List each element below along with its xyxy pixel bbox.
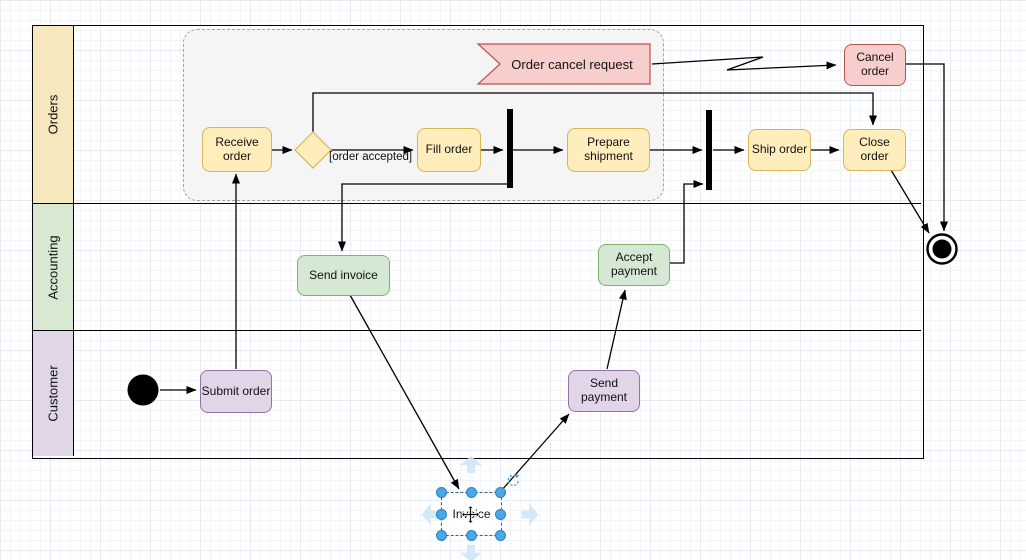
node-send-invoice-label: Send invoice <box>309 267 378 282</box>
edge-cancel-request-to-cancel-order[interactable] <box>651 56 837 71</box>
pool[interactable] <box>32 25 924 459</box>
selection-handle-sw[interactable] <box>436 530 447 541</box>
lane-divider-1 <box>33 203 921 204</box>
rotate-handle-icon[interactable] <box>505 472 522 489</box>
node-receive-order[interactable]: Receive order <box>202 127 272 172</box>
node-prepare-shipment-label: Prepare shipment <box>584 135 633 163</box>
edge-close-order-to-end[interactable] <box>890 169 930 234</box>
node-submit-order[interactable]: Submit order <box>200 370 272 413</box>
node-prepare-shipment[interactable]: Prepare shipment <box>567 128 650 172</box>
edge-cancel-order-to-end[interactable] <box>905 63 948 232</box>
edge-label-order-accepted: [order accepted] <box>329 151 413 163</box>
node-ship-order-label: Ship order <box>751 142 808 157</box>
node-cancel-order[interactable]: Cancel order <box>844 44 906 86</box>
node-receive-order-label: Receive order <box>215 134 259 163</box>
selection-handle-nw[interactable] <box>436 487 447 498</box>
node-ship-order[interactable]: Ship order <box>748 129 811 171</box>
node-send-invoice[interactable]: Send invoice <box>297 255 390 296</box>
end-node[interactable] <box>926 233 958 265</box>
edge-send-invoice-to-invoice[interactable] <box>349 294 460 490</box>
node-order-cancel-request-label: Order cancel request <box>511 56 633 72</box>
selection-handle-e[interactable] <box>495 509 506 520</box>
lane-label-orders[interactable]: Orders <box>33 26 74 203</box>
edge-gateway-to-close-order[interactable] <box>312 92 877 132</box>
selection-handle-s[interactable] <box>466 530 477 541</box>
selection-handle-ne[interactable] <box>495 487 506 498</box>
edge-fork1-to-send-invoice[interactable] <box>338 183 507 252</box>
order-cancel-request-banner[interactable] <box>476 43 651 85</box>
edge-accept-payment-to-fork2[interactable] <box>669 180 704 264</box>
node-accept-payment[interactable]: Accept payment <box>598 244 670 286</box>
fork-bar-2[interactable] <box>706 110 712 190</box>
selection-handle-se[interactable] <box>495 530 506 541</box>
node-send-payment-label: Send payment <box>580 376 628 404</box>
node-order-cancel-request[interactable]: Order cancel request <box>496 44 648 84</box>
lane-label-accounting[interactable]: Accounting <box>33 204 74 330</box>
node-close-order-label: Close order <box>859 135 890 163</box>
edge-invoice-to-send-payment[interactable] <box>500 413 570 492</box>
lane-label-customer[interactable]: Customer <box>33 331 74 456</box>
node-fill-order[interactable]: Fill order <box>417 128 481 172</box>
selection-handle-w[interactable] <box>436 509 447 520</box>
start-node[interactable] <box>127 374 159 406</box>
fork-bar-1[interactable] <box>507 109 513 188</box>
move-cursor-icon <box>461 505 480 524</box>
node-send-payment[interactable]: Send payment <box>568 370 640 412</box>
node-close-order[interactable]: Close order <box>843 129 906 171</box>
node-submit-order-label: Submit order <box>201 383 271 398</box>
gateway-diamond[interactable] <box>294 131 332 169</box>
edge-send-payment-to-accept-payment[interactable] <box>606 289 627 370</box>
node-accept-payment-label: Accept payment <box>610 250 658 278</box>
lane-divider-2 <box>33 330 921 331</box>
selection-handle-n[interactable] <box>466 487 477 498</box>
node-cancel-order-label: Cancel order <box>856 50 894 78</box>
node-fill-order-label: Fill order <box>425 142 473 157</box>
